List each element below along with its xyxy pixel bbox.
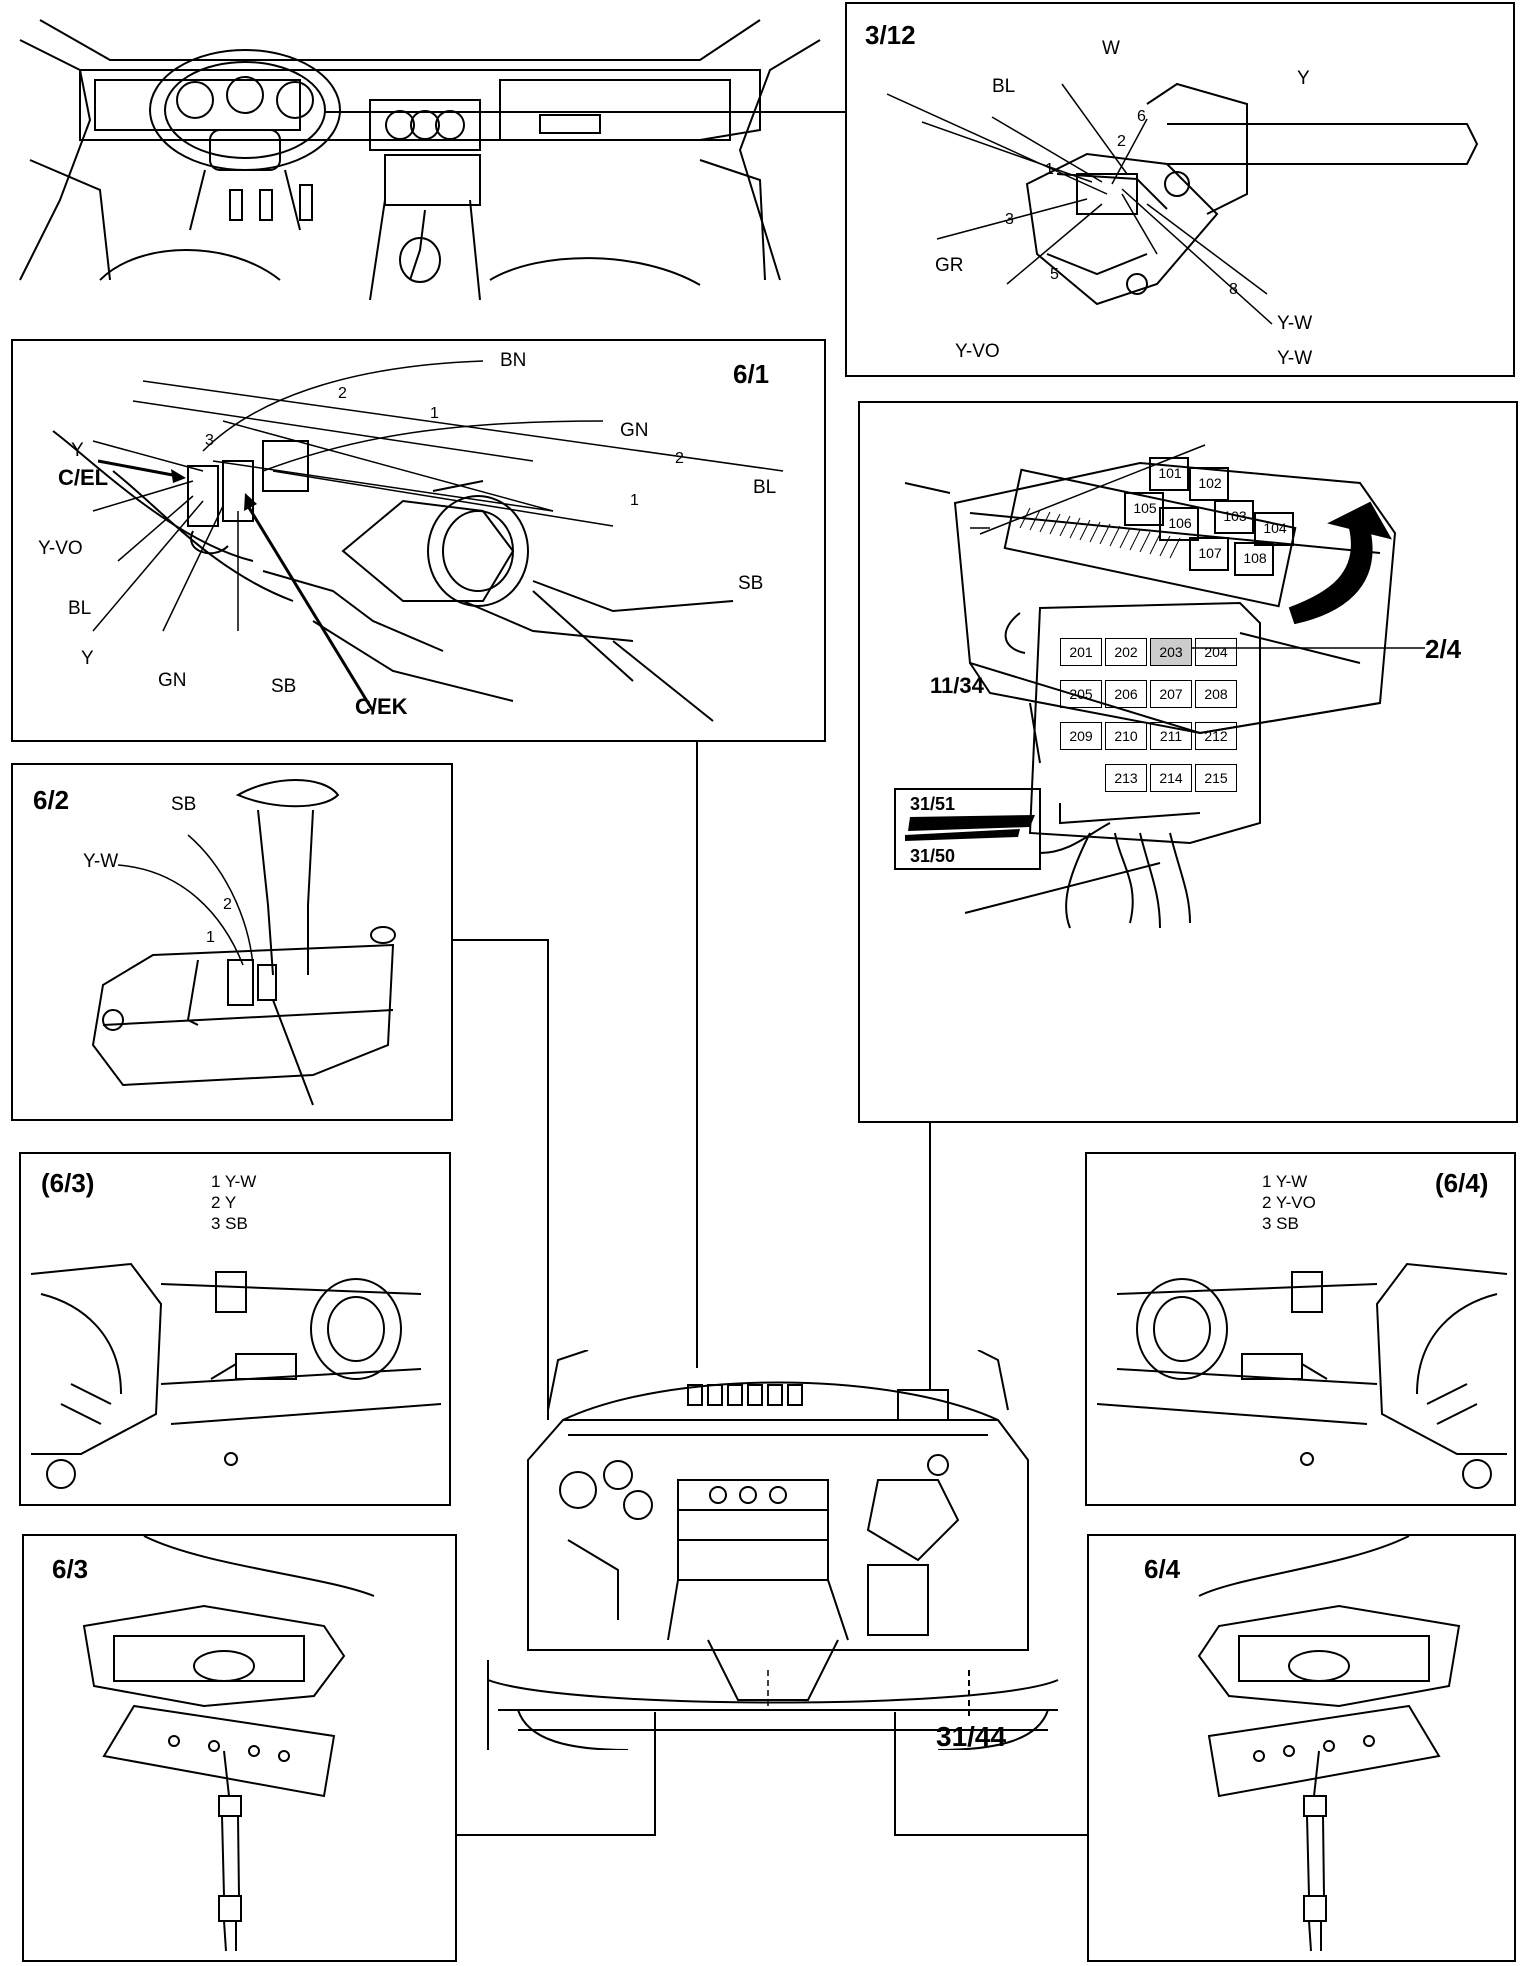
wire-label-y: Y	[1297, 68, 1310, 89]
wire-label-yvo: Y-VO	[38, 538, 83, 559]
wire-legend: 1 Y-W 2 Y 3 SB	[211, 1171, 256, 1234]
label-31-51: 31/51	[910, 794, 956, 814]
pin-2: 2	[223, 896, 232, 913]
right-headlamp-motor-illustration	[1197, 1536, 1461, 1952]
panel-id: 6/4	[1144, 1554, 1181, 1584]
relay-211: 211	[1150, 722, 1192, 750]
wire-label-yw-1: Y-W	[1277, 313, 1313, 334]
panel-id: 6/3	[52, 1554, 89, 1584]
wire-label-sb: SB	[171, 794, 197, 815]
wire-label-bn: BN	[500, 350, 527, 371]
relay-213: 213	[1105, 764, 1147, 792]
wire-label-bl-right: BL	[753, 477, 777, 498]
pin-1: 1	[206, 929, 215, 946]
label-31-44: 31/44	[936, 1721, 1007, 1752]
fusebox-illustration	[894, 444, 1425, 929]
panel-id: (6/3)	[41, 1168, 95, 1198]
panel-id: 6/2	[33, 785, 70, 815]
relay-107: 107	[1198, 545, 1222, 561]
label-2-4: 2/4	[1425, 634, 1462, 664]
stalk-switch-illustration	[886, 82, 1479, 325]
legend-item-1: 1 Y-W	[1262, 1172, 1308, 1191]
relay-210: 210	[1105, 722, 1147, 750]
wire-label-y-left: Y	[71, 440, 84, 461]
relay-105: 105	[1133, 500, 1157, 516]
relay-212: 212	[1195, 722, 1237, 750]
connector-label-cek: C/EK	[355, 694, 408, 719]
pin-8: 8	[1229, 281, 1238, 298]
wire-label-yvo: Y-VO	[955, 341, 1000, 362]
panel-6-2: 6/2 SB Y-W 2 1	[11, 763, 453, 1121]
relay-206: 206	[1105, 680, 1147, 708]
relay-205: 205	[1060, 680, 1102, 708]
relay-101: 101	[1158, 465, 1182, 481]
left-headlamp-connector-illustration	[30, 1262, 442, 1489]
legend-item-2: 2 Y	[211, 1193, 237, 1212]
pin-2: 2	[1117, 133, 1126, 150]
wire-label-gn-bottom: GN	[158, 670, 187, 691]
relay-209: 209	[1060, 722, 1102, 750]
wire-label-yw: Y-W	[83, 851, 119, 872]
relay-214: 214	[1150, 764, 1192, 792]
label-11-34: 11/34	[930, 673, 984, 698]
washer-reservoir-illustration	[91, 779, 396, 1106]
panel-id: (6/4)	[1435, 1168, 1489, 1198]
connector-label-cel: C/EL	[58, 465, 109, 490]
pin-3: 3	[205, 432, 214, 449]
wire-label-w: W	[1102, 38, 1120, 59]
panel-6-4: 6/4	[1087, 1534, 1516, 1962]
wire-label-sb-bottom: SB	[271, 676, 297, 697]
wire-label-y-bottom: Y	[81, 648, 94, 669]
relay-102: 102	[1198, 475, 1222, 491]
pin-3: 3	[1005, 211, 1014, 228]
relay-103: 103	[1223, 508, 1247, 524]
engine-bay-illustration	[487, 1350, 1059, 1750]
legend-item-3: 3 SB	[211, 1214, 248, 1233]
pin-1b: 1	[630, 492, 639, 509]
wire-label-gr: GR	[935, 255, 964, 276]
relay-207: 207	[1150, 680, 1192, 708]
wire-label-bl: BL	[992, 76, 1016, 97]
relay-106: 106	[1168, 515, 1192, 531]
panel-6-3-connector: (6/3) 1 Y-W 2 Y 3 SB	[19, 1152, 451, 1506]
legend-item-2: 2 Y-VO	[1262, 1193, 1316, 1212]
wire-label-bl-left: BL	[68, 598, 92, 619]
pin-1a: 1	[430, 405, 439, 422]
relay-202: 202	[1105, 638, 1147, 666]
wire-label-yw-2: Y-W	[1277, 348, 1313, 369]
panel-6-4-connector: (6/4) 1 Y-W 2 Y-VO 3 SB	[1085, 1152, 1516, 1506]
panel-id: 3/12	[865, 20, 916, 50]
left-headlamp-motor-illustration	[82, 1536, 375, 1952]
right-headlamp-connector-illustration	[1096, 1262, 1508, 1489]
relay-104: 104	[1263, 520, 1287, 536]
pin-5: 5	[1050, 266, 1059, 283]
panel-6-3: 6/3	[22, 1534, 457, 1962]
wire-label-sb-right: SB	[738, 573, 764, 594]
dashboard-illustration	[19, 19, 845, 300]
pin-6: 6	[1137, 108, 1146, 125]
panel-6-1: 6/1 BN 2 1 GN 3 Y 2 C/EL BL 1 Y-VO SB BL…	[11, 339, 826, 742]
relay-203: 203	[1150, 638, 1192, 666]
relay-208: 208	[1195, 680, 1237, 708]
panel-fusebox: 101 102 105 106 103 104 107 108 201 202 …	[858, 401, 1518, 1123]
legend-item-3: 3 SB	[1262, 1214, 1299, 1233]
relay-204: 204	[1195, 638, 1237, 666]
dashboard-view	[0, 0, 845, 300]
legend-item-1: 1 Y-W	[211, 1172, 257, 1191]
wire-legend: 1 Y-W 2 Y-VO 3 SB	[1262, 1171, 1316, 1234]
wiper-motor-illustration	[52, 360, 784, 722]
relay-201: 201	[1060, 638, 1102, 666]
panel-id: 6/1	[733, 359, 770, 389]
pin-2b: 2	[675, 450, 684, 467]
relay-grid: 201 202 203 204 205 206 207 208 209 210 …	[1060, 638, 1270, 798]
relay-108: 108	[1243, 550, 1267, 566]
pin-2a: 2	[338, 385, 347, 402]
pin-1: 1	[1045, 161, 1054, 178]
relay-215: 215	[1195, 764, 1237, 792]
panel-3-12: 3/12 W BL Y 6 2 1 3 GR 5 8 Y-W Y-VO Y-W	[845, 2, 1515, 377]
engine-bay-view	[468, 1350, 1080, 1750]
wire-label-gn-right: GN	[620, 420, 649, 441]
label-31-50: 31/50	[910, 846, 956, 866]
